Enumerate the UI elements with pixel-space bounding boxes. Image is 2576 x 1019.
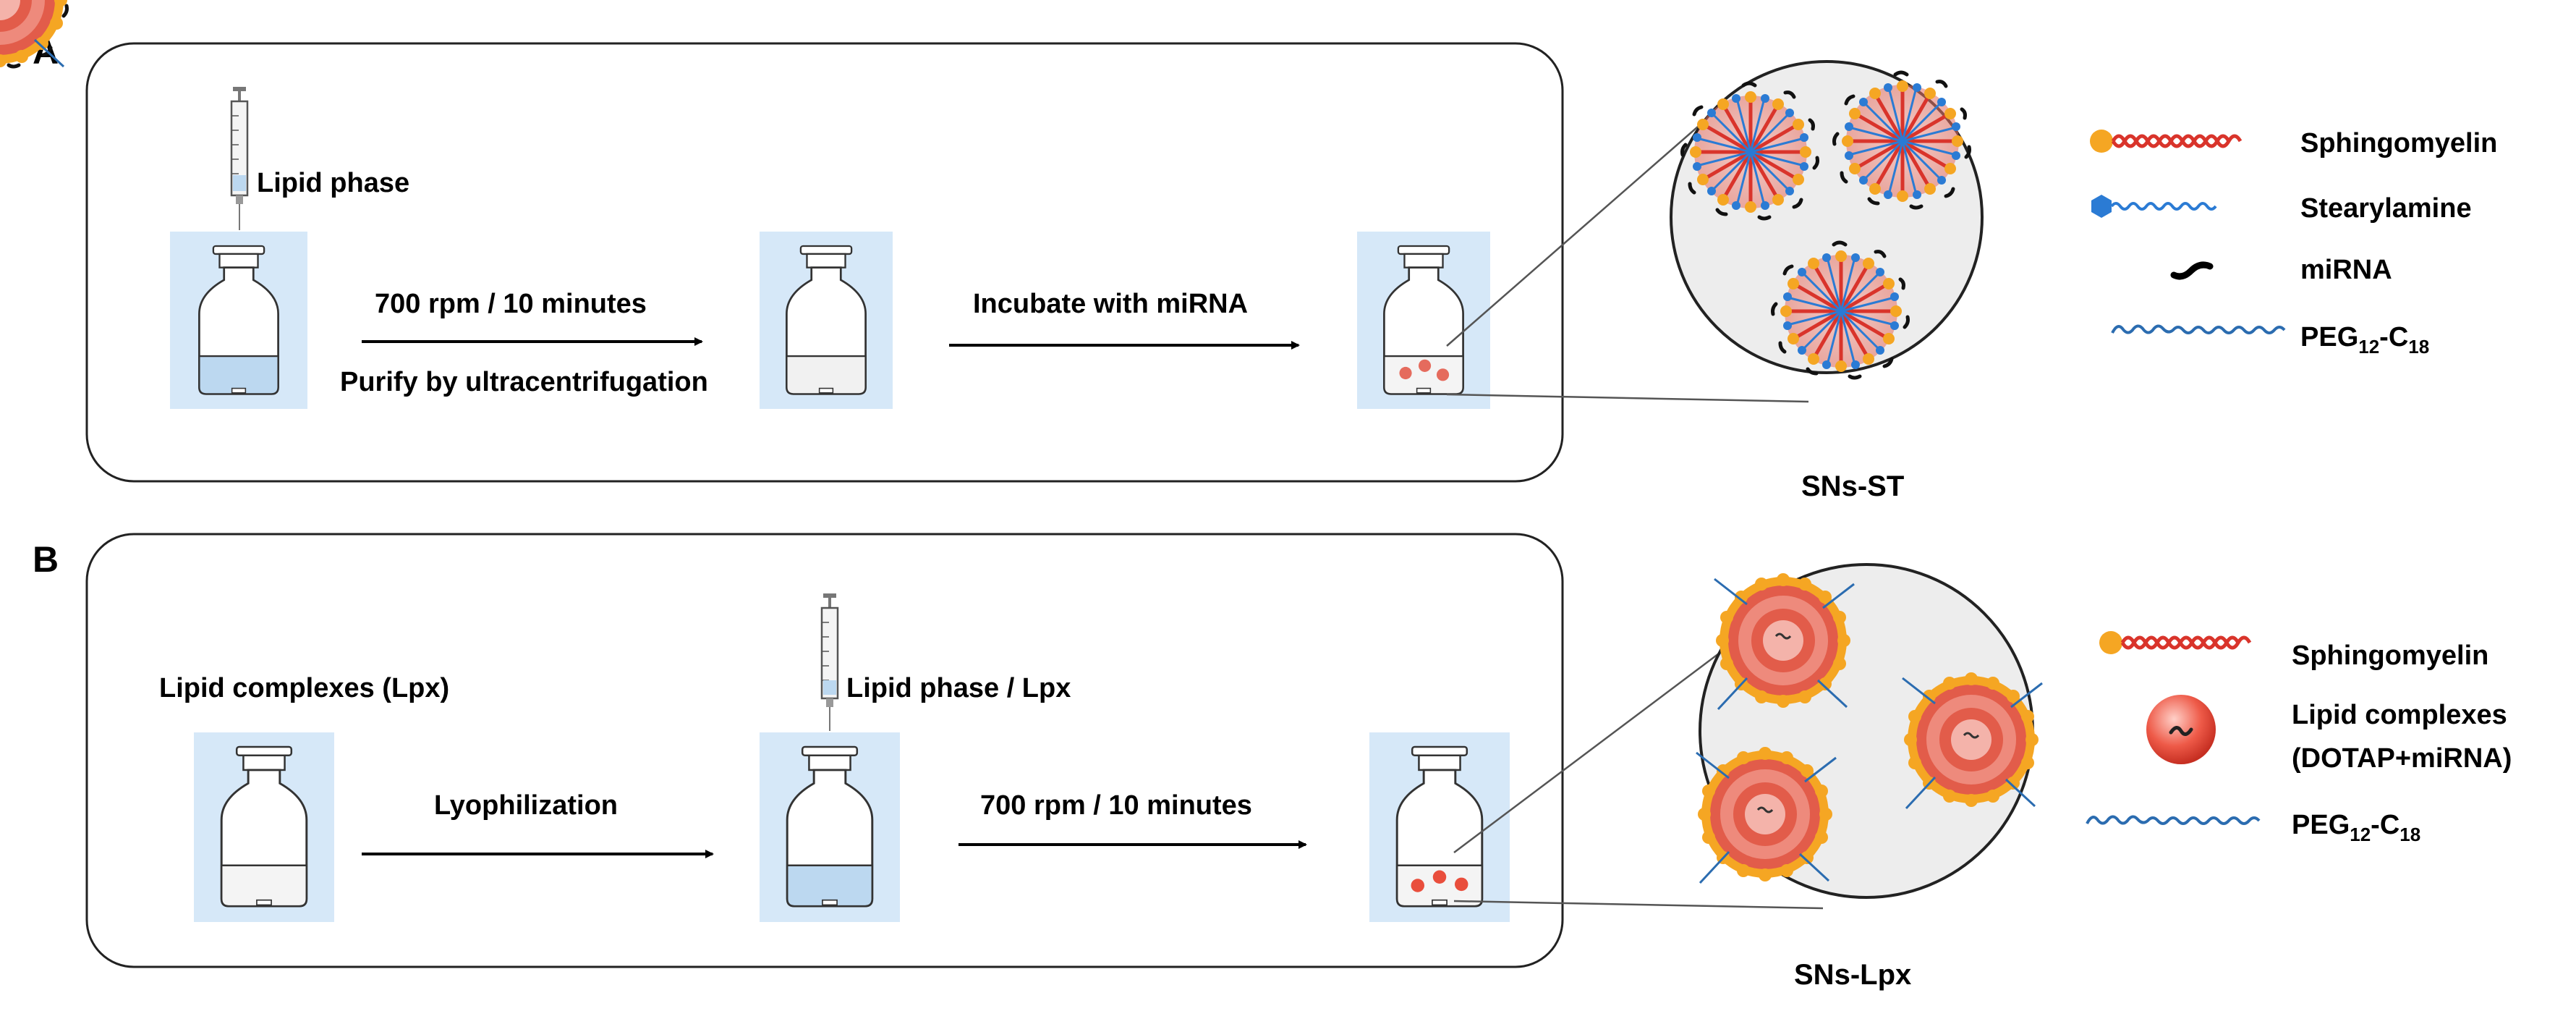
caption-sns-st: SNs-ST: [1801, 470, 1904, 502]
lipid-complex-icon: [2146, 695, 2216, 764]
step-a1-top-label: 700 rpm / 10 minutes: [375, 289, 647, 319]
legend-b-label-1b: (DOTAP+miRNA): [2292, 743, 2512, 774]
legend-a: Sphingomyelin Stearylamine miRNA PEG12-C…: [2090, 128, 2497, 358]
step-b2-label: 700 rpm / 10 minutes: [980, 790, 1252, 821]
stearylamine-icon: [2091, 195, 2217, 218]
legend-a-label-0: Sphingomyelin: [2300, 128, 2497, 158]
legend-b-label-2: PEG12-C18: [2292, 810, 2420, 845]
panel-b-frame: [85, 533, 1564, 968]
lipid-phase-label: Lipid phase: [257, 168, 409, 198]
sphingomyelin-icon: [2090, 130, 2243, 153]
zoom-line-b-top: [1453, 629, 1751, 853]
syringe-a: [230, 87, 249, 230]
panel-b-letter: B: [33, 539, 59, 580]
legend-a-label-2: miRNA: [2300, 255, 2392, 285]
step-a1-bottom-label: Purify by ultracentrifugation: [340, 367, 708, 397]
magnifier-b: [0, 0, 2044, 899]
zoom-line-a-bottom: [1446, 393, 1809, 403]
lipid-complexes-label: Lipid complexes (Lpx): [159, 673, 449, 703]
panel-a-frame: [85, 42, 1564, 483]
peg-icon: [2086, 815, 2261, 825]
vial-a3: [1357, 232, 1490, 409]
sphingomyelin-icon: [2099, 631, 2252, 654]
legend-b-label-0: Sphingomyelin: [2292, 640, 2488, 671]
lipid-phase-lpx-label: Lipid phase / Lpx: [846, 673, 1071, 703]
mirna-icon: [2170, 261, 2214, 280]
legend-b-label-1: Lipid complexes: [2292, 700, 2507, 730]
vial-a1: [170, 232, 307, 409]
legend-a-label-3: PEG12-C18: [2300, 322, 2429, 358]
zoom-line-b-bottom: [1453, 900, 1824, 910]
legend-b: Sphingomyelin Lipid complexes (DOTAP+miR…: [2086, 631, 2512, 845]
vial-a2: [760, 232, 893, 409]
step-a2-label: Incubate with miRNA: [973, 289, 1248, 319]
legend-a-label-1: Stearylamine: [2300, 193, 2472, 224]
caption-sns-lpx: SNs-Lpx: [1794, 959, 1911, 991]
vial-b2: [760, 732, 900, 922]
zoom-line-a-top: [1446, 111, 1715, 347]
step-b1-label: Lyophilization: [434, 790, 618, 821]
syringe-b: [820, 593, 839, 731]
peg-icon: [2111, 324, 2286, 334]
vial-b1: [194, 732, 334, 922]
